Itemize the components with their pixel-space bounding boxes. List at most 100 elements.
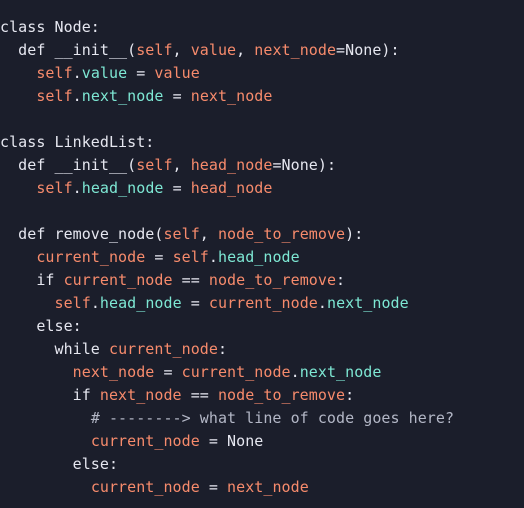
code-line: class Node:: [0, 16, 524, 39]
code-token-param: next_node: [227, 478, 309, 496]
code-token-plain: [0, 294, 55, 312]
code-token-plain: =: [154, 363, 182, 381]
code-token-plain: ,: [199, 225, 218, 243]
code-token-param: current_node: [108, 340, 218, 358]
code-token-comment: # --------> what line of code goes here?: [90, 409, 455, 427]
code-line: while current_node:: [0, 338, 524, 361]
code-line: def __init__(self, head_node=None):: [0, 154, 524, 177]
code-token-param: current_node: [36, 248, 146, 266]
code-token-plain: [0, 87, 36, 105]
code-line: current_node = None: [0, 430, 524, 453]
code-token-plain: [0, 478, 91, 496]
code-token-plain: ,: [172, 156, 191, 174]
code-token-plain: :: [217, 340, 228, 358]
code-token-plain: def remove_node(: [0, 225, 164, 243]
code-line: class LinkedList:: [0, 131, 524, 154]
code-token-param: self: [172, 248, 209, 266]
code-token-plain: =: [127, 64, 155, 82]
code-token-param: node_to_remove: [217, 386, 346, 404]
code-token-param: current_node: [90, 478, 200, 496]
code-token-param: self: [136, 156, 173, 174]
code-token-plain: =None):: [336, 41, 400, 59]
code-line: current_node = next_node: [0, 476, 524, 499]
code-token-plain: .: [72, 179, 82, 197]
code-token-plain: ):: [345, 225, 364, 243]
code-token-param: next_node: [72, 363, 155, 381]
code-token-plain: [0, 179, 36, 197]
code-token-plain: .: [317, 294, 327, 312]
code-line: self.head_node = current_node.next_node: [0, 292, 524, 315]
code-line: if current_node == node_to_remove:: [0, 269, 524, 292]
code-token-plain: ,: [172, 41, 191, 59]
code-token-plain: =: [163, 179, 191, 197]
code-token-param: self: [36, 64, 73, 82]
code-token-attr: head_node: [217, 248, 300, 266]
code-token-param: self: [54, 294, 91, 312]
code-token-plain: [0, 64, 36, 82]
code-token-plain: ==: [172, 271, 209, 289]
code-line: current_node = self.head_node: [0, 246, 524, 269]
code-token-plain: def __init__(: [0, 41, 137, 59]
code-token-plain: .: [290, 363, 300, 381]
code-line: else:: [0, 315, 524, 338]
code-token-plain: def __init__(: [0, 156, 137, 174]
code-token-attr: next_node: [299, 363, 382, 381]
code-token-param: next_node: [254, 41, 337, 59]
code-token-plain: [0, 363, 73, 381]
code-line: next_node = current_node.next_node: [0, 361, 524, 384]
code-token-param: self: [36, 87, 73, 105]
code-token-param: self: [163, 225, 200, 243]
code-token-param: next_node: [190, 87, 273, 105]
code-token-param: self: [36, 179, 73, 197]
code-token-param: next_node: [99, 386, 182, 404]
code-token-attr: value: [81, 64, 128, 82]
code-token-plain: :: [336, 271, 346, 289]
code-token-plain: .: [72, 87, 82, 105]
code-line: [0, 200, 524, 223]
code-token-param: value: [154, 64, 200, 82]
code-line: def remove_node(self, node_to_remove):: [0, 223, 524, 246]
code-token-plain: .: [72, 64, 82, 82]
code-token-param: node_to_remove: [208, 271, 337, 289]
code-token-attr: head_node: [81, 179, 164, 197]
code-token-plain: else:: [0, 455, 119, 473]
code-token-plain: =: [181, 294, 209, 312]
code-token-attr: next_node: [326, 294, 409, 312]
code-token-plain: =: [163, 87, 191, 105]
code-token-plain: class LinkedList:: [0, 133, 155, 151]
code-token-plain: .: [90, 294, 100, 312]
code-token-param: head_node: [190, 156, 273, 174]
code-line: else:: [0, 453, 524, 476]
code-line: if next_node == node_to_remove:: [0, 384, 524, 407]
code-token-param: head_node: [190, 179, 273, 197]
code-token-param: value: [190, 41, 237, 59]
code-token-attr: next_node: [81, 87, 164, 105]
code-token-plain: if: [0, 386, 100, 404]
code-token-plain: while: [0, 340, 109, 358]
code-token-plain: else:: [0, 317, 82, 335]
code-token-plain: =None):: [272, 156, 337, 174]
code-token-plain: =: [199, 478, 228, 496]
code-line: self.value = value: [0, 62, 524, 85]
code-token-param: current_node: [90, 432, 200, 450]
code-token-attr: head_node: [99, 294, 182, 312]
code-token-plain: [0, 432, 91, 450]
code-token-param: current_node: [208, 294, 318, 312]
code-token-plain: .: [208, 248, 218, 266]
code-token-plain: [0, 409, 91, 427]
code-token-plain: if: [0, 271, 64, 289]
code-token-plain: ==: [181, 386, 218, 404]
code-token-plain: [0, 248, 36, 266]
code-block: class Node: def __init__(self, value, ne…: [0, 16, 524, 499]
code-token-param: self: [136, 41, 173, 59]
code-token-plain: ,: [236, 41, 255, 59]
code-line: def __init__(self, value, next_node=None…: [0, 39, 524, 62]
code-token-plain: =: [145, 248, 173, 266]
code-line: self.next_node = next_node: [0, 85, 524, 108]
code-token-param: node_to_remove: [217, 225, 346, 243]
code-token-plain: :: [345, 386, 355, 404]
code-token-plain: class Node:: [0, 18, 100, 36]
code-token-param: current_node: [63, 271, 173, 289]
code-token-param: current_node: [181, 363, 291, 381]
